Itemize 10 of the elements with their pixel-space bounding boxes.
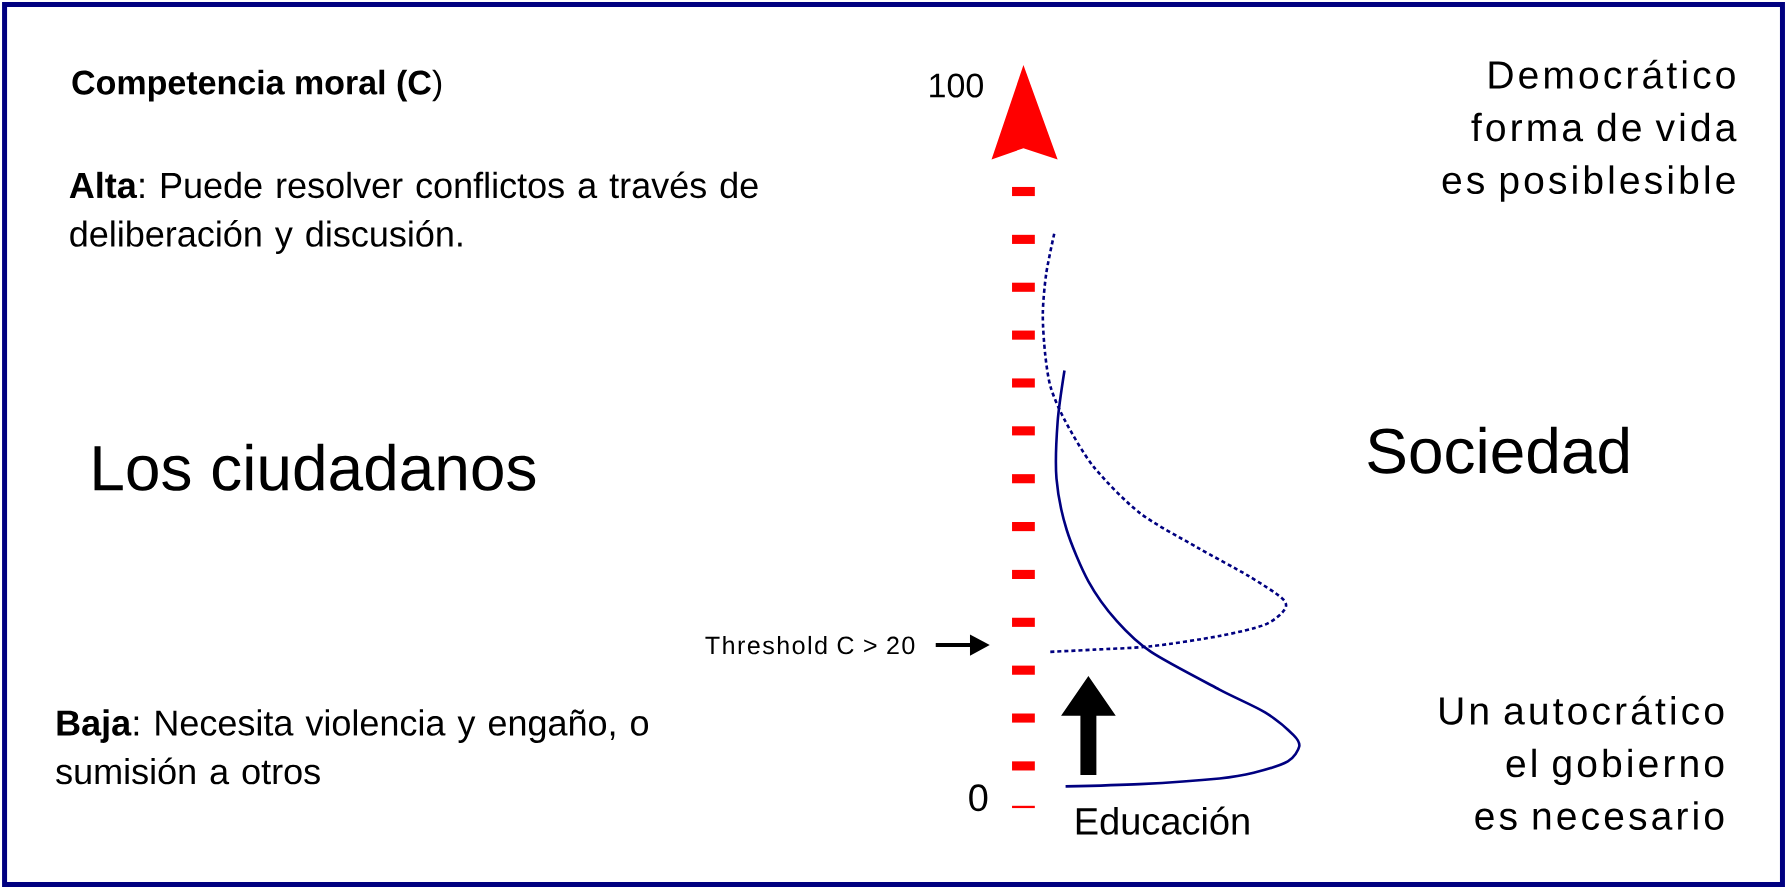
level-description: Alta: Puede resolver conflictos a través de deliberación y discusión. [69,171,758,254]
group-heading: Sociedad [1368,426,1628,474]
axis-drawing [991,65,1058,809]
threshold-label: Threshold C > 20 [705,635,915,655]
level-description: Baja: Necesita violencia y engaño, o sumisión a otros [56,709,649,785]
outcome-text: Democrático forma de vida es posiblesible [1442,59,1737,202]
title: Competencia moral (C) [72,69,442,102]
direction-label: Educación [1076,806,1249,835]
group-heading: Los ciudadanos [94,443,536,491]
outcome-text: Un autocrático el gobierno es necesario [1440,695,1724,830]
